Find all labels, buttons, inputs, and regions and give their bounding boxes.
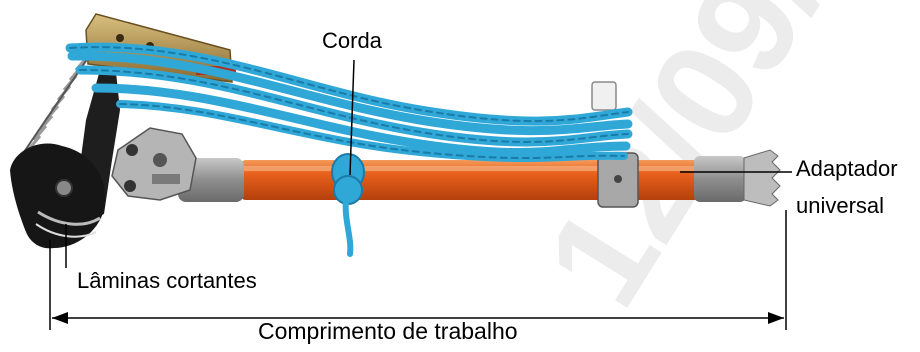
blades-label: Lâminas cortantes [77,268,257,293]
callout-lines [65,59,792,268]
rope-knot [331,153,365,257]
rope-hook [591,81,617,111]
band-clamp [597,152,639,208]
rope-label: Corda [322,28,382,53]
adapter-label-line1: Adaptador [796,156,898,181]
dimension-arrowhead-left [52,312,68,324]
cutter-head [111,127,197,201]
rope [65,42,633,163]
rope-callout-line [349,59,355,176]
dimension-lines [49,210,787,330]
dimension-arrowhead-right [768,312,784,324]
cutting-blades [10,143,106,249]
adapter-label-line2: universal [796,193,885,218]
universal-adapter [694,149,781,207]
working-length-label: Comprimento de trabalho [258,318,518,344]
